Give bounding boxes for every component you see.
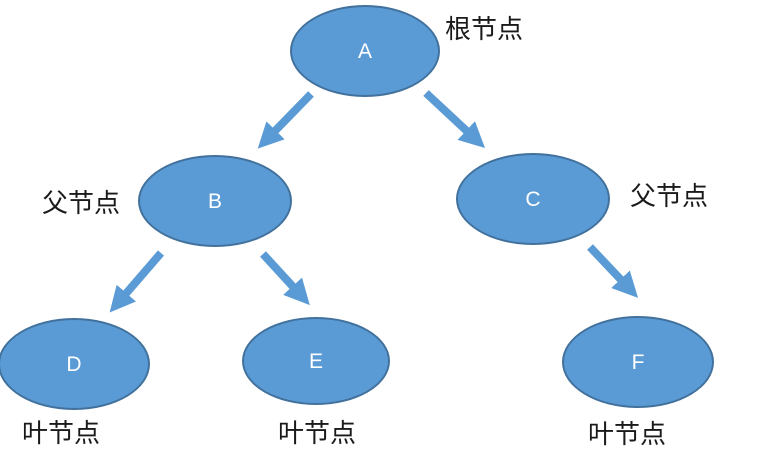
annotation-parent-node-right: 父节点 bbox=[630, 182, 709, 211]
edge-B-D-arrow bbox=[109, 250, 165, 313]
annotation-parent-node-left: 父节点 bbox=[42, 189, 121, 218]
tree-node-c: C bbox=[456, 153, 610, 245]
annotation-leaf-node-f: 叶节点 bbox=[588, 420, 667, 449]
tree-node-a: A bbox=[290, 5, 440, 97]
tree-node-e-label: E bbox=[308, 349, 323, 373]
tree-node-b: B bbox=[138, 155, 292, 247]
annotation-root-node: 根节点 bbox=[445, 15, 524, 44]
tree-node-d-label: D bbox=[66, 352, 82, 376]
tree-node-d: D bbox=[0, 318, 150, 410]
tree-node-e: E bbox=[242, 317, 390, 405]
tree-node-c-label: C bbox=[525, 187, 541, 211]
annotation-leaf-node-d: 叶节点 bbox=[22, 419, 101, 448]
tree-node-f-label: F bbox=[631, 350, 645, 374]
tree-node-a-label: A bbox=[357, 39, 372, 63]
edge-A-C-arrow bbox=[423, 90, 485, 148]
edge-A-B-arrow bbox=[257, 91, 314, 149]
edge-B-E-arrow bbox=[260, 251, 310, 306]
tree-node-f: F bbox=[562, 316, 714, 408]
annotation-leaf-node-e: 叶节点 bbox=[278, 419, 357, 448]
edge-C-F-arrow bbox=[587, 244, 639, 298]
tree-node-b-label: B bbox=[207, 189, 222, 213]
